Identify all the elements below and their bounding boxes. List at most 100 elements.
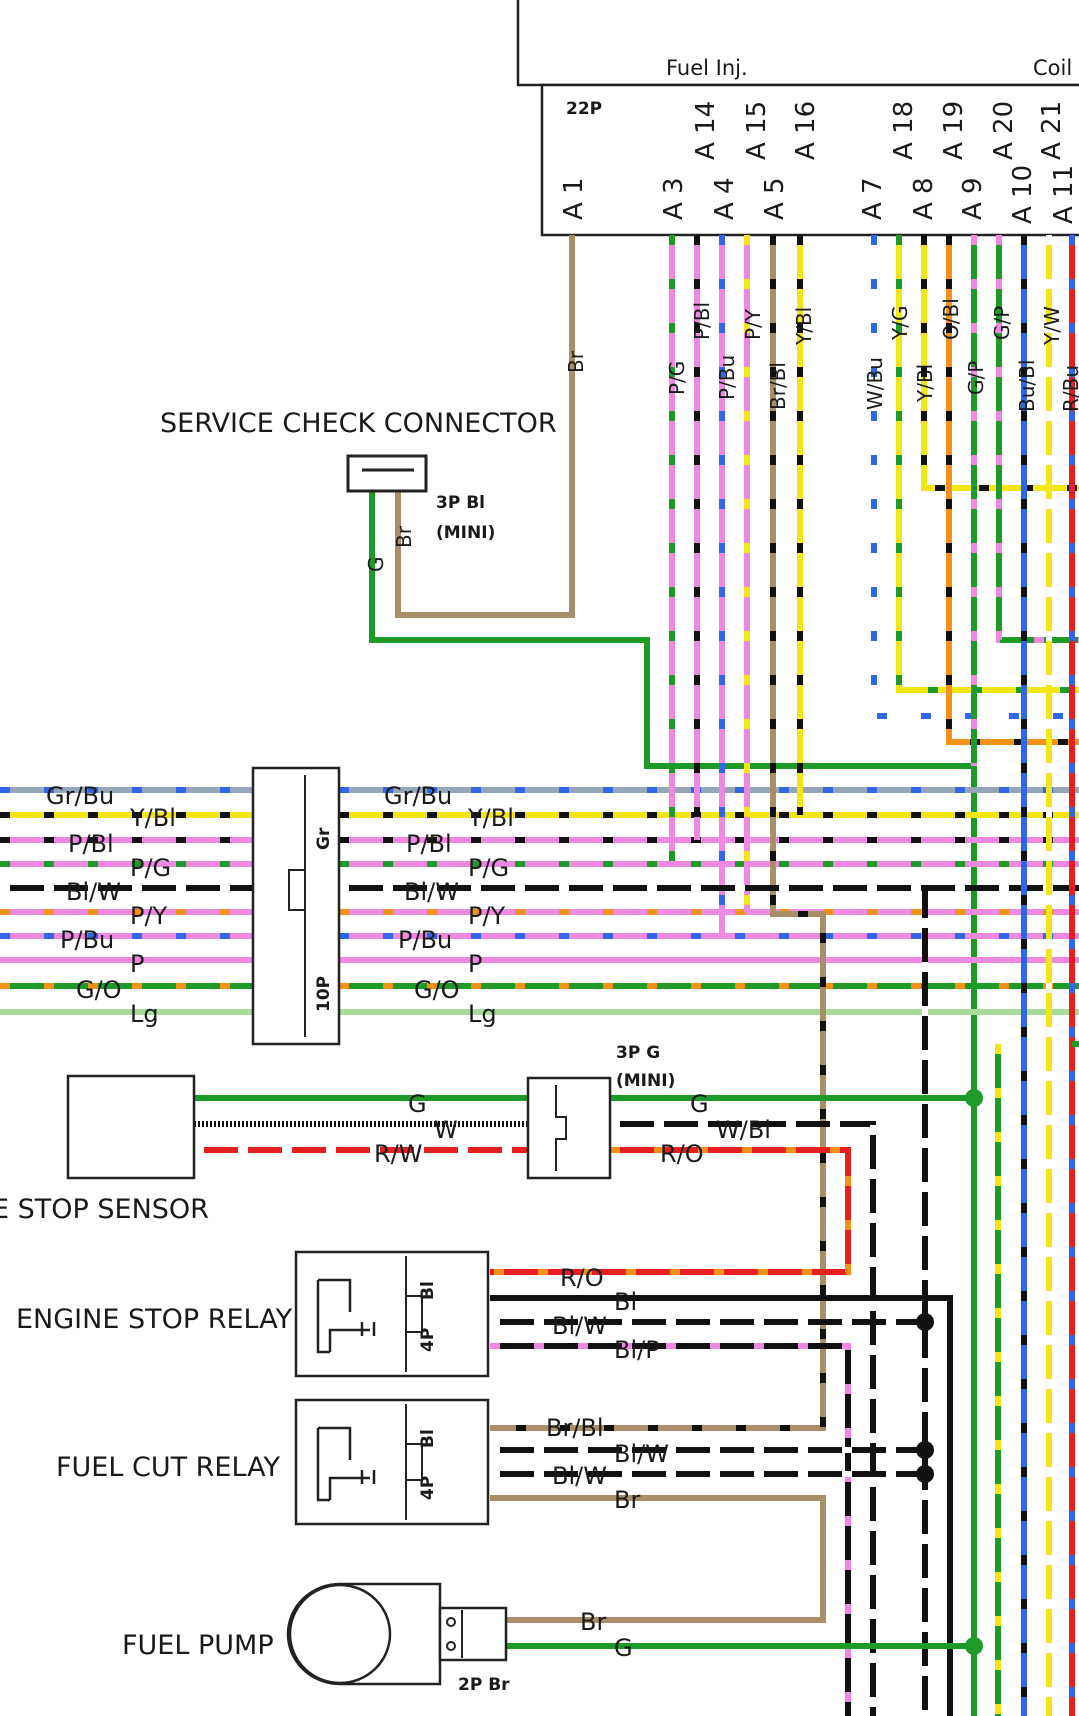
harness-right-bl-w: Bl/W (404, 878, 459, 906)
wire-label-y-g: Y/G (888, 306, 912, 341)
ecm-pin-a1: A 1 (559, 177, 589, 220)
wire-sensor-r-o-out (490, 1147, 851, 1275)
harness-left-y-bl: Y/Bl (129, 804, 176, 832)
ecm-pin-a9: A 9 (958, 177, 988, 220)
wire-paths (0, 235, 1079, 1716)
wire-label-g-p-2: G/P (990, 306, 1014, 340)
wire-bl-w-bus (339, 885, 928, 1716)
harness-connector-type: 10P (314, 976, 334, 1012)
wire-esr-bl (490, 1295, 953, 1716)
junction-dot (965, 1089, 983, 1107)
junction-dots (916, 1089, 983, 1655)
harness-left-p-bu: P/Bu (60, 926, 114, 954)
harness-left-p: P (130, 950, 144, 978)
stop-sensor-right-w-bl: W/Bl (716, 1116, 771, 1144)
wire-g-p-v2 (996, 235, 1079, 643)
wire-br-service (395, 235, 575, 618)
wire-y-g-v-stripe (896, 235, 1079, 693)
wire-label-p-bl: P/Bl (690, 302, 714, 340)
fuel-pump-wire-g: G (614, 1634, 633, 1662)
harness-right-gr-bu: Gr/Bu (384, 782, 452, 810)
ecm-pin-a21: A 21 (1037, 101, 1067, 160)
engine-stop-relay-title: ENGINE STOP RELAY (16, 1304, 293, 1335)
wire-sensor-w-bl-out (610, 1121, 876, 1716)
stop-sensor-right-r-o: R/O (660, 1140, 704, 1168)
fuel-cut-relay-wire-bl-w: Bl/W (614, 1440, 669, 1468)
wire-esr-bl-p (490, 1343, 851, 1716)
harness-right-g-o: G/O (414, 976, 460, 1004)
harness-right-p-bl: P/Bl (406, 830, 452, 858)
ecm-pin-a7: A 7 (858, 177, 888, 220)
wire-fcr-br (490, 1495, 826, 1623)
service-check-type: 3P Bl (436, 493, 485, 513)
ecm-wire-labels: Br P/G P/Bl P/Bu P/Y Br/Bl Y/Bl W/Bu Y/G… (564, 298, 1079, 412)
fuel-cut-relay-color: Bl (418, 1429, 438, 1448)
fuel-cut-relay-wire-bl-w-2: Bl/W (552, 1462, 607, 1490)
harness-left-lg: Lg (130, 1000, 159, 1028)
ecm-section-coil: Coil (1033, 56, 1072, 80)
junction-dot (916, 1313, 934, 1331)
fuel-cut-relay-wire-br: Br (614, 1486, 640, 1514)
wire-label-y-w: Y/W (1040, 306, 1064, 346)
fuel-pump-connector: 2P Br (458, 1675, 510, 1695)
harness-connector-10p: Gr 10P (251, 766, 341, 1046)
stop-sensor-title: E STOP SENSOR (0, 1194, 209, 1225)
ecm-section-fuel-inj: Fuel Inj. (666, 56, 748, 80)
harness-left-g-o: G/O (76, 976, 122, 1004)
ecm-pin-a20: A 20 (989, 101, 1019, 160)
stop-sensor-right-g: G (690, 1090, 709, 1118)
stop-sensor-connector-sub: (MINI) (616, 1071, 675, 1091)
stop-sensor-left-r-w: R/W (374, 1140, 423, 1168)
ecm-pin-a14: A 14 (691, 101, 721, 160)
wire-w-bu-v-stripe (871, 235, 1079, 719)
stop-sensor-left-g: G (408, 1090, 427, 1118)
harness-right-p-y: P/Y (468, 902, 506, 930)
engine-stop-relay-wire-bl-p: Bl/P (614, 1336, 660, 1364)
stop-sensor-left-w: W (434, 1116, 458, 1144)
wire-label-p-g: P/G (665, 361, 689, 395)
ecm-pin-labels: A 1 A 3 A 4 A 5 A 7 A 8 A 9 A 10 A 11 A … (559, 101, 1079, 224)
harness-left-labels: Gr/Bu Y/Bl P/Bl P/G Bl/W P/Y P/Bu P G/O … (46, 782, 176, 1028)
wire-label-br-bl: Br/Bl (766, 362, 790, 410)
service-check-wire-br: Br (392, 525, 416, 548)
stop-sensor: E STOP SENSOR 3P G (MINI) G W R/W G W/Bl… (0, 1043, 771, 1225)
harness-right-labels: Gr/Bu Y/Bl P/Bl P/G Bl/W P/Y P/Bu P G/O … (384, 782, 514, 1028)
harness-right-p: P (468, 950, 482, 978)
engine-stop-relay-wire-bl: Bl (614, 1288, 637, 1316)
junction-dot (916, 1465, 934, 1483)
wire-g-service (369, 490, 977, 1716)
wire-label-p-bu: P/Bu (715, 355, 739, 400)
harness-left-bl-w: Bl/W (66, 878, 121, 906)
fuel-pump-wire-br: Br (580, 1608, 606, 1636)
service-check-title: SERVICE CHECK CONNECTOR (160, 408, 557, 439)
fuel-cut-relay: FUEL CUT RELAY Bl 4P Br/Bl Bl/W Bl/W Br (56, 1398, 669, 1526)
harness-left-p-bl: P/Bl (68, 830, 114, 858)
stop-sensor-connector-type: 3P G (616, 1043, 660, 1063)
engine-stop-relay-wire-r-o: R/O (560, 1264, 604, 1292)
engine-stop-relay-color: Bl (418, 1281, 438, 1300)
service-check-sub: (MINI) (436, 523, 495, 543)
harness-right-y-bl: Y/Bl (467, 804, 514, 832)
wire-label-p-y: P/Y (741, 308, 765, 340)
engine-stop-relay-pins: 4P (418, 1328, 438, 1352)
service-check-connector: SERVICE CHECK CONNECTOR 3P Bl (MINI) G B… (160, 408, 557, 572)
wire-label-o-bl: O/Bl (939, 298, 963, 340)
ecm-pin-a15: A 15 (742, 101, 772, 160)
wire-label-y-bl: Y/Bl (792, 307, 816, 346)
junction-dot (965, 1637, 983, 1655)
harness-right-p-g: P/G (468, 854, 509, 882)
ecm-pin-a10: A 10 (1008, 165, 1038, 224)
fuel-pump: FUEL PUMP 2P Br Br G (122, 1582, 633, 1695)
wire-y-bl-v2-stripe (921, 235, 1079, 491)
wire-label-y-bl-2: Y/Bl (913, 364, 937, 403)
ecm-pin-a18: A 18 (889, 101, 919, 160)
ecm-pin-a5: A 5 (760, 177, 790, 220)
fuel-cut-relay-wire-br-bl: Br/Bl (546, 1414, 604, 1442)
ecm-pin-a4: A 4 (710, 177, 740, 220)
harness-left-gr-bu: Gr/Bu (46, 782, 114, 810)
wire-sensor-w-bl-out-stripe (610, 1121, 876, 1716)
ecm-unit: Fuel Inj. Coil 22P A 1 A 3 A 4 A 5 A 7 A… (516, 0, 1079, 237)
wire-br-bl-v (490, 235, 826, 1431)
wire-label-g-p: G/P (964, 361, 988, 395)
junction-dot (916, 1441, 934, 1459)
